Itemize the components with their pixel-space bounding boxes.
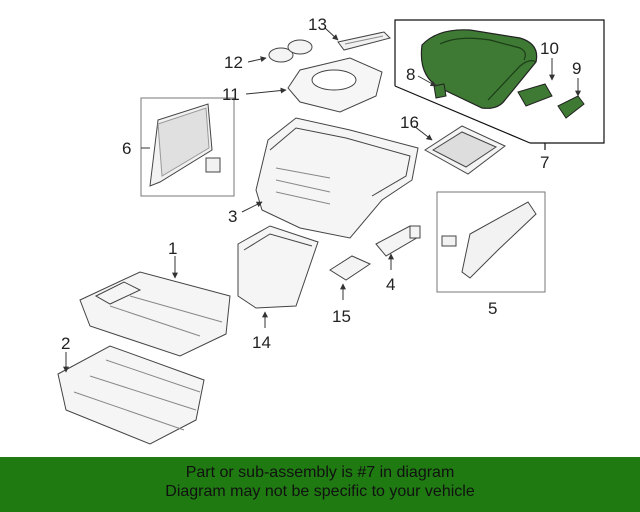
part-3-console-body[interactable]	[255, 117, 419, 239]
part-6-panel-box[interactable]	[140, 97, 235, 197]
part-2-tray-frame[interactable]	[57, 345, 205, 445]
callout-14[interactable]: 14	[252, 333, 271, 352]
part-11-bezel[interactable]	[287, 57, 383, 113]
part-14-storage-bin[interactable]	[237, 225, 319, 309]
callout-12[interactable]: 12	[224, 53, 243, 72]
callout-6[interactable]: 6	[122, 139, 131, 158]
parts-diagram: 1 2 3 4 5 6 7 8 9 10 11 12 13 14 15 16	[57, 15, 605, 445]
info-banner: Part or sub-assembly is #7 in diagram Di…	[0, 457, 640, 512]
part-8-clip[interactable]	[433, 83, 447, 99]
part-13-mat[interactable]	[337, 31, 391, 51]
callout-13[interactable]: 13	[308, 15, 327, 34]
part-4-bracket[interactable]	[375, 225, 421, 257]
callout-7[interactable]: 7	[540, 153, 549, 172]
callout-9[interactable]: 9	[572, 59, 581, 78]
part-1-base[interactable]	[79, 271, 231, 357]
callout-labels: 1 2 3 4 5 6 7 8 9 10 11 12 13 14 15 16	[61, 15, 581, 353]
banner-line-2: Diagram may not be specific to your vehi…	[165, 483, 475, 500]
part-15-pad[interactable]	[329, 255, 372, 281]
callout-10[interactable]: 10	[540, 39, 559, 58]
callout-15[interactable]: 15	[332, 307, 351, 326]
callout-5[interactable]: 5	[488, 299, 497, 318]
part-10-latch[interactable]	[517, 83, 553, 107]
leader-lines	[63, 27, 581, 373]
callout-2[interactable]: 2	[61, 334, 70, 353]
part-5-panel-box[interactable]	[436, 191, 546, 293]
banner-line-1: Part or sub-assembly is #7 in diagram	[185, 464, 455, 481]
callout-16[interactable]: 16	[400, 113, 419, 132]
callout-8[interactable]: 8	[406, 65, 415, 84]
assembly-7-box[interactable]	[394, 19, 605, 150]
part-9-button[interactable]	[557, 95, 585, 119]
callout-3[interactable]: 3	[228, 207, 237, 226]
part-16-tray[interactable]	[424, 125, 506, 175]
callout-1[interactable]: 1	[168, 239, 177, 258]
part-12-cup-holder[interactable]	[268, 39, 313, 63]
callout-11[interactable]: 11	[222, 85, 240, 104]
callout-4[interactable]: 4	[386, 275, 395, 294]
